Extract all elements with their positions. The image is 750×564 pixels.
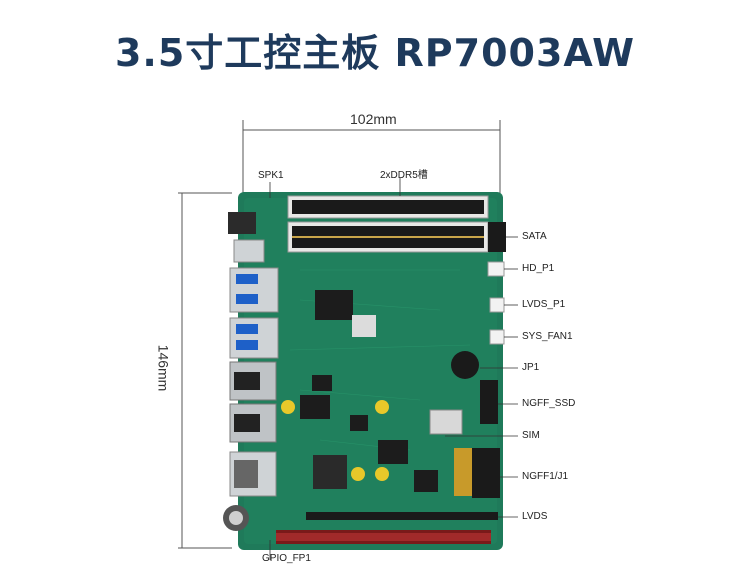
label-ngff-ssd: NGFF_SSD: [522, 398, 576, 409]
label-lvds-p1: LVDS_P1: [522, 299, 566, 310]
height-dimension: [178, 192, 232, 549]
leader-lines: [269, 178, 518, 560]
height-label: 146mm: [155, 344, 172, 392]
label-ngff1-j1: NGFF1/J1: [522, 471, 569, 482]
label-lvds: LVDS: [522, 511, 548, 522]
ddr5-slots: [287, 195, 489, 253]
label-sata: SATA: [522, 231, 547, 242]
label-jp1: JP1: [522, 362, 540, 373]
chips: [281, 290, 500, 498]
page-title: 3.5寸工控主板 RP7003AW: [114, 31, 636, 75]
io-ports: [223, 212, 279, 531]
label-spk1: SPK1: [258, 170, 284, 181]
label-gpio: GPIO_FP1: [262, 553, 311, 564]
label-ddr: 2xDDR5槽: [380, 170, 428, 181]
right-connectors: [487, 222, 506, 345]
label-sys-fan1: SYS_FAN1: [522, 331, 573, 342]
label-sim: SIM: [522, 430, 540, 441]
label-hd-p1: HD_P1: [522, 263, 555, 274]
width-dimension: [242, 120, 501, 195]
pcb-board: [238, 192, 503, 550]
bottom-headers: [276, 512, 498, 544]
width-label: 102mm: [350, 111, 397, 127]
